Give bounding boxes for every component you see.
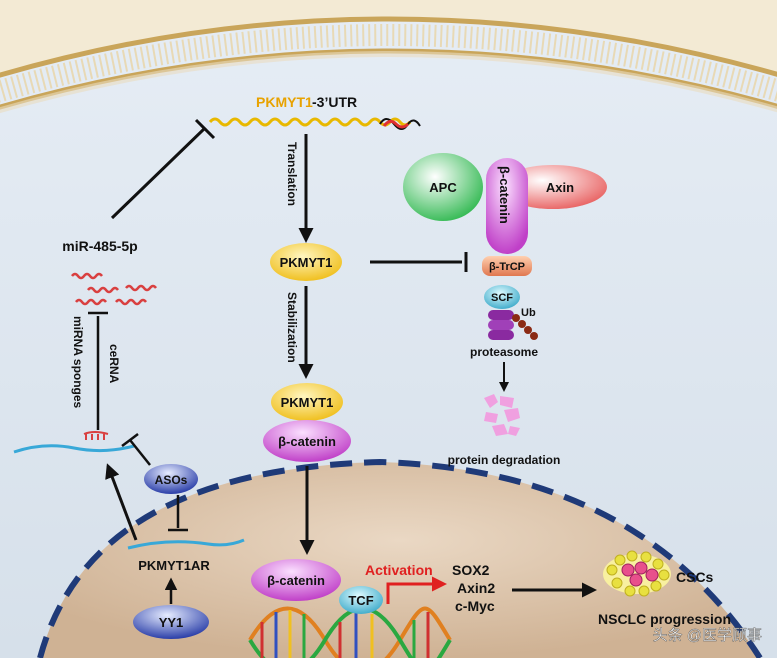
nuclear-beta-catenin [251, 559, 341, 601]
destruction-beta-catenin [486, 158, 528, 254]
nucleus [37, 458, 763, 658]
pkmyt1ar-label: PKMYT1AR [138, 558, 210, 573]
proteasome-label: proteasome [470, 345, 538, 359]
yy1-label: YY1 [159, 615, 184, 630]
complex-beta-catenin [263, 420, 351, 462]
csc-cluster [603, 550, 671, 597]
yy1-protein [133, 605, 209, 639]
pkmyt1-mrna-3utr [208, 117, 421, 130]
nuclear-beta-catenin-label: β-catenin [267, 573, 325, 588]
aso-inhibits-lncrna-line [129, 439, 151, 466]
destruction-beta-catenin-label: β-catenin [497, 166, 512, 224]
target-gene-cmyc: c-Myc [455, 598, 495, 614]
mir-label: miR-485-5p [62, 238, 137, 254]
cscs-label: CSCs [676, 569, 714, 585]
stabilization-label: Stabilization [285, 292, 299, 363]
target-gene-sox2: SOX2 [452, 562, 490, 578]
watermark: 头条 @医学顾事 [653, 627, 762, 644]
proteasome-ring-1 [488, 310, 514, 320]
btrcp-label: β-TrCP [489, 261, 525, 273]
nuclear-lncrna [127, 538, 245, 550]
complex-pkmyt1-label: PKMYT1 [281, 395, 334, 410]
complex-beta-catenin-label: β-catenin [278, 434, 336, 449]
asos-label: ASOs [155, 473, 188, 487]
apc-protein [403, 153, 483, 221]
mir-inhibits-utr-bar [194, 118, 216, 140]
tcf-label: TCF [348, 593, 373, 608]
pkmyt1-label: PKMYT1 [280, 255, 333, 270]
proteasome-ring-3 [488, 330, 514, 340]
scf-label: SCF [491, 292, 513, 304]
pkmyt1-protein [270, 243, 342, 281]
nsclc-label: NSCLC progression [598, 611, 731, 627]
asos-molecule [144, 464, 198, 494]
utr-suffix-label: -3’UTR [312, 94, 357, 110]
cerna-label: ceRNA [107, 344, 121, 384]
mirna-molecules [71, 272, 157, 306]
activation-label: Activation [365, 562, 433, 578]
destruction-complex [403, 153, 607, 340]
aso-inhibits-lncrna-bar [121, 433, 139, 447]
nuclear-envelope [37, 458, 763, 658]
mir-inhibits-utr-line [110, 126, 207, 220]
proteasome-ring-2 [488, 320, 514, 330]
export-arrow [105, 463, 138, 541]
cell-membrane [0, 0, 777, 114]
target-gene-axin2: Axin2 [457, 580, 495, 596]
tcf-protein [339, 586, 383, 614]
protein-degradation-label: protein degradation [448, 453, 561, 467]
mirna-sponges-label: miRNA sponges [71, 316, 85, 409]
translation-label: Translation [285, 142, 299, 206]
apc-label: APC [429, 180, 457, 195]
bound-mirna [83, 431, 109, 440]
ub-label: Ub [521, 307, 536, 319]
btrcp-protein [482, 256, 532, 276]
ubiquitin-chain [512, 314, 538, 340]
axin-label: Axin [546, 180, 574, 195]
protein-fragments [484, 394, 520, 436]
complex-pkmyt1 [271, 383, 343, 421]
activation-arrow [386, 576, 447, 604]
utr-gene-label: PKMYT1 [256, 94, 313, 110]
cytoplasm-lncrna [13, 444, 135, 454]
scf-protein [484, 285, 520, 309]
